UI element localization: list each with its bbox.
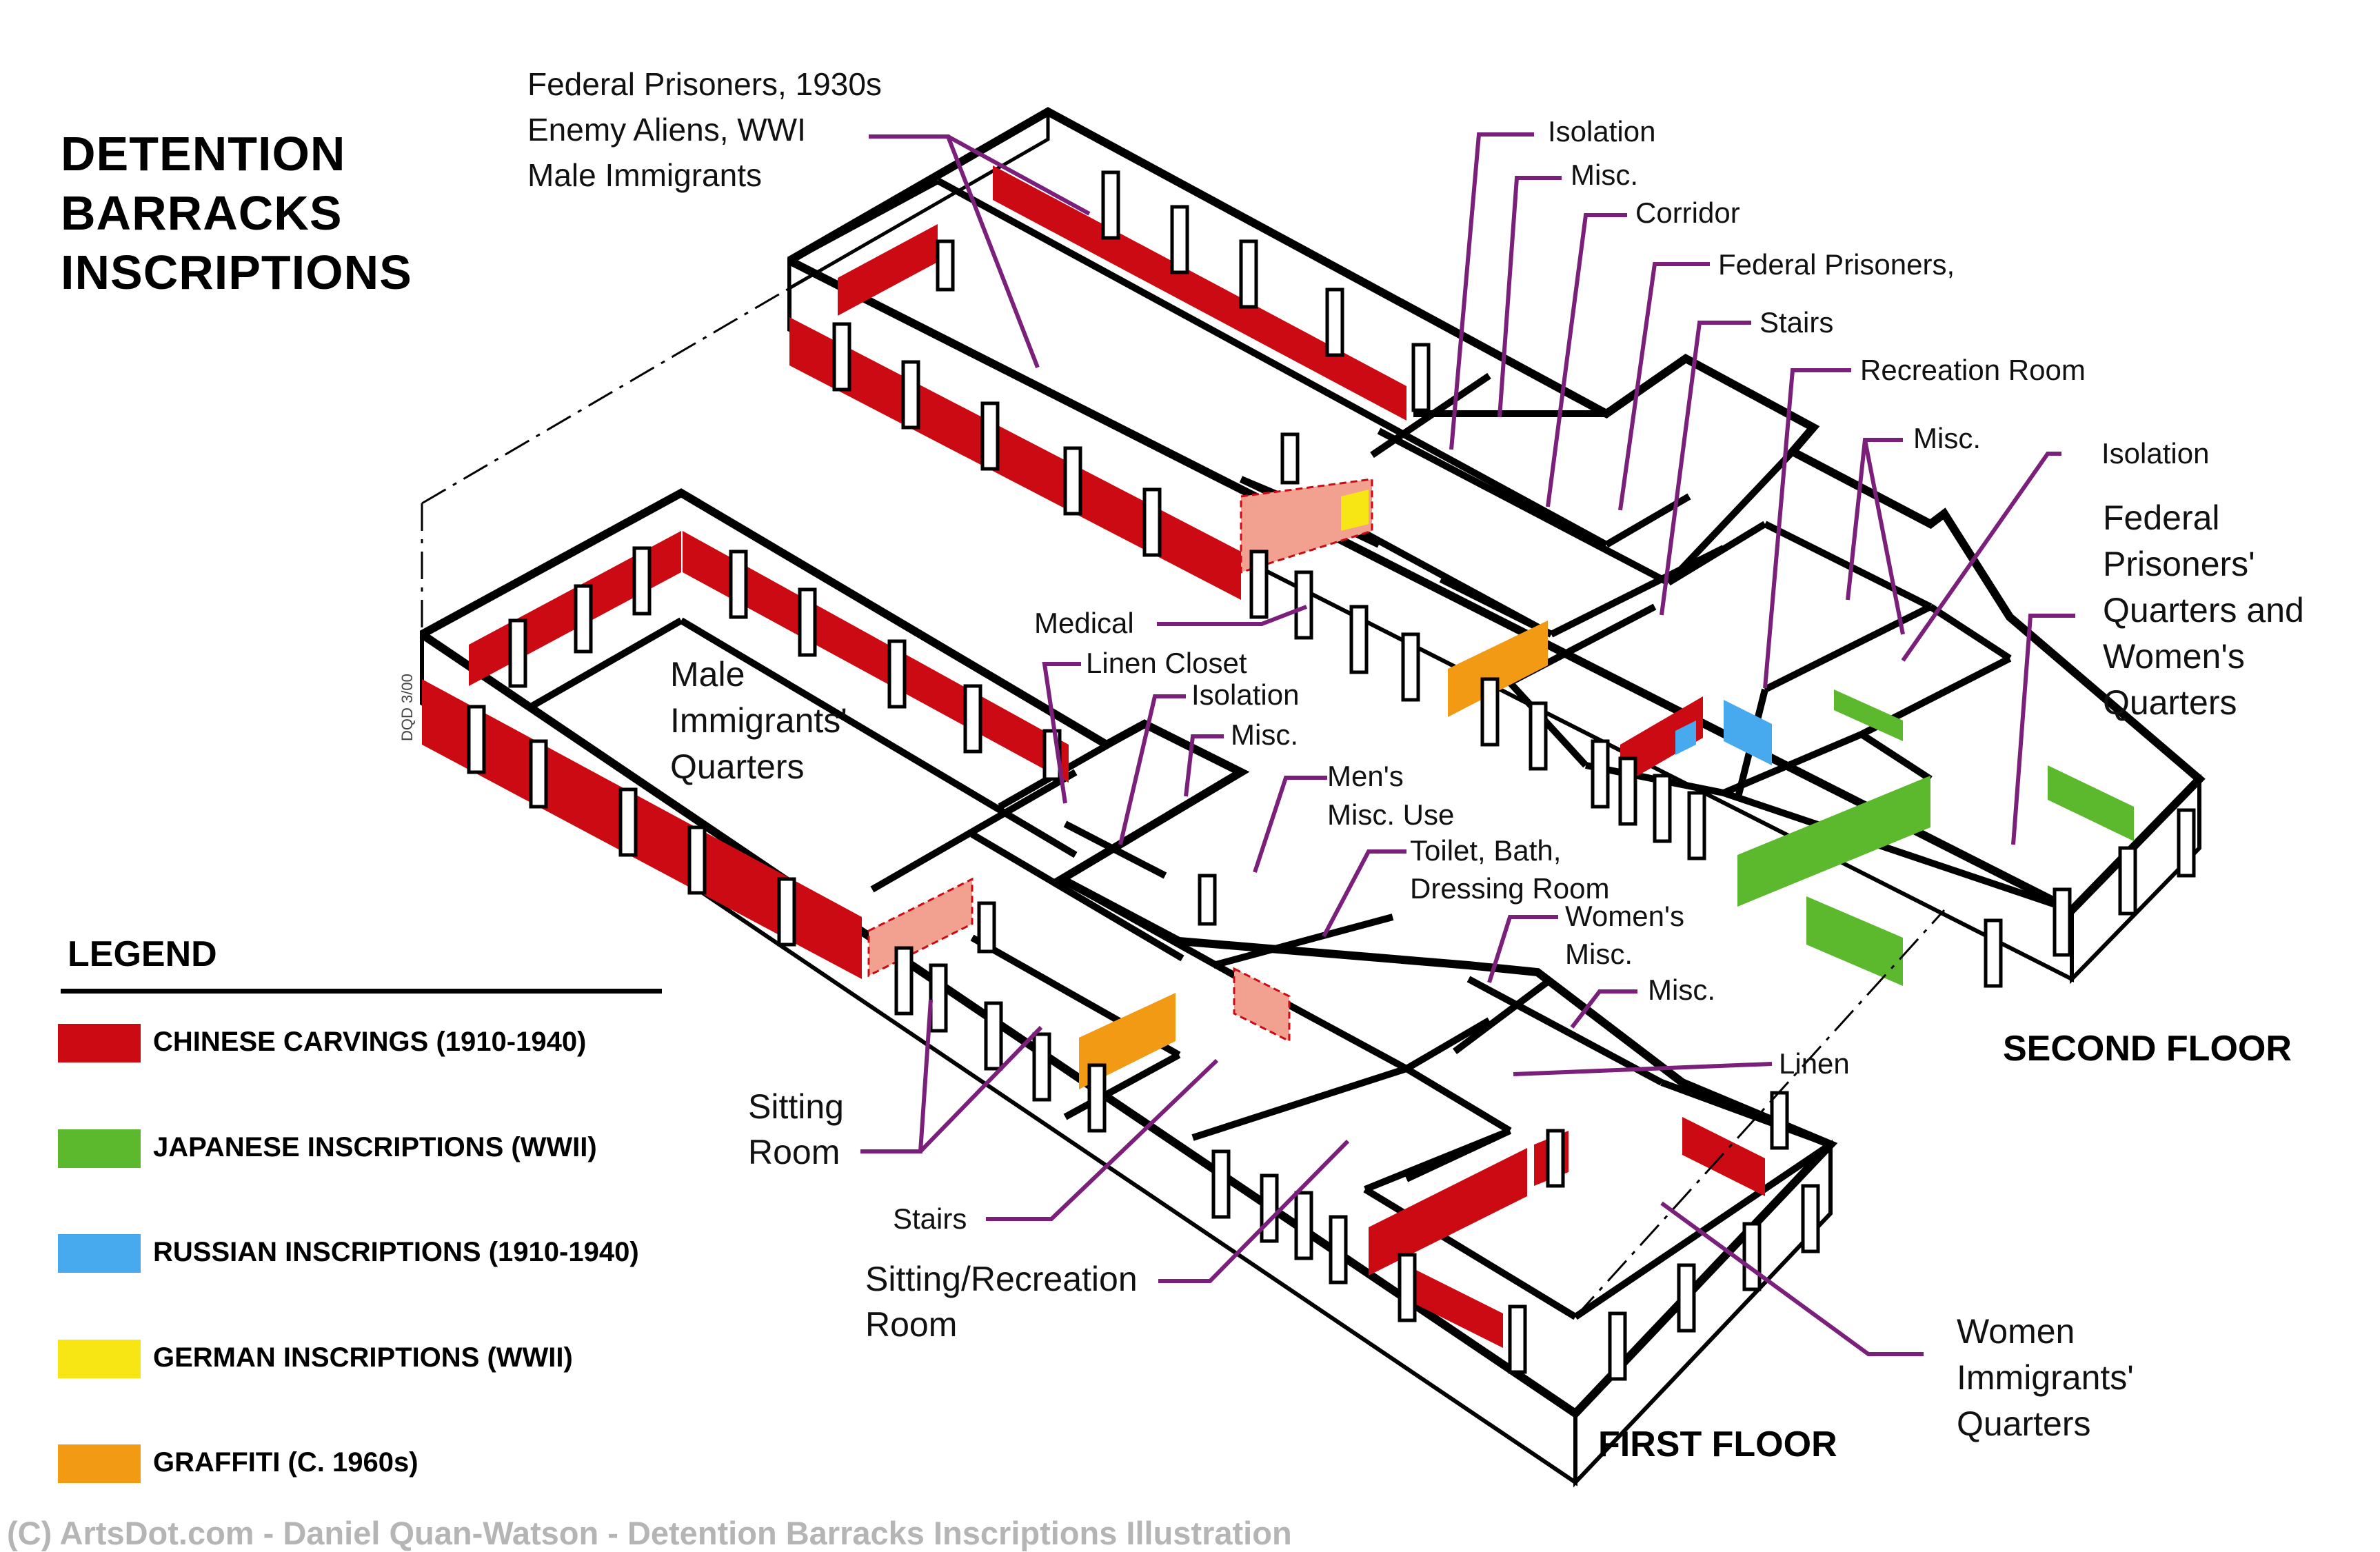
label-dqd: DQD 3/00 [399,674,416,741]
chinese-carving-mark [1620,696,1703,786]
russian-inscription-mark [1724,700,1772,765]
interior-walls [529,617,1833,1320]
label-wiq: Immigrants' [1957,1358,2134,1397]
title-line: BARRACKS [61,186,343,240]
title-line: INSCRIPTIONS [61,245,412,299]
label-fpq: Quarters [2103,683,2237,722]
label-corridor: Corridor [1635,196,1740,229]
label-mens: Men's [1327,760,1404,792]
label-fpq: Quarters and [2103,591,2304,629]
label-male-immigrants: Male Immigrants [527,157,762,193]
chinese-carving-mark [1413,1269,1503,1348]
floor-label-first: FIRST FLOOR [1598,1424,1837,1464]
legend-label: RUSSIAN INSCRIPTIONS (1910-1940) [153,1237,639,1267]
label-fpq: Prisoners' [2103,545,2255,583]
legend-label: JAPANESE INSCRIPTIONS (WWII) [153,1132,597,1162]
label-miq: Male [670,655,745,694]
label-sitrec: Sitting/Recreation [865,1260,1138,1298]
legend-swatch [58,1444,141,1483]
legend-swatch [58,1024,141,1062]
legend-divider [61,989,662,994]
label-fpq: Federal [2103,498,2220,537]
label-federal-1930s: Federal Prisoners, 1930s [527,66,882,102]
floor-label-second: SECOND FLOOR [2003,1029,2292,1069]
diagram-title: DETENTION BARRACKS INSCRIPTIONS [61,124,412,302]
label-sitting: Room [748,1133,840,1171]
chinese-carving-mark [1369,1148,1527,1276]
connector-lines [421,287,1946,1318]
label-misc: Misc. [1571,159,1638,191]
label-medical: Medical [1034,607,1134,639]
legend-swatch [58,1234,141,1273]
chinese-carving-mark [867,877,974,978]
label-linen-closet: Linen Closet [1086,647,1247,679]
room-labels: Federal Prisoners, 1930s Enemy Aliens, W… [399,66,2304,1464]
japanese-inscription-mark [1806,896,1903,986]
chinese-carving-mark [1240,478,1373,574]
building-outline [787,107,2206,916]
label-wiq: Quarters [1957,1404,2091,1443]
leader-lines [860,132,2075,1356]
label-isolation: Isolation [2101,437,2209,470]
label-fpq: Women's [2103,637,2245,676]
chinese-carving-mark [838,224,938,316]
label-miq: Immigrants' [670,701,847,740]
first-floor-building [419,488,1838,1488]
label-toilet: Dressing Room [1410,872,1609,905]
label-womens: Misc. [1565,938,1633,970]
label-misc: Misc. [1231,718,1298,751]
windows-first-floor [467,546,1820,1381]
legend-heading: LEGEND [68,934,217,974]
label-isolation: Isolation [1191,678,1299,711]
russian-inscription-mark [1675,720,1696,755]
label-stairs: Stairs [1759,306,1833,339]
title-line: DETENTION [61,127,346,181]
japanese-inscription-mark [1834,689,1903,741]
legend-label: GRAFFITI (C. 1960s) [153,1447,418,1478]
japanese-inscription-mark [2048,765,2134,841]
legend-label: GERMAN INSCRIPTIONS (WWII) [153,1342,573,1373]
label-sitrec: Room [865,1305,957,1344]
chinese-carving-mark [993,165,1406,421]
second-floor-building [787,107,2206,988]
windows-second-floor [832,170,2196,988]
chinese-carving-mark [1682,1117,1765,1196]
chinese-carving-mark [1233,967,1291,1043]
legend-swatch [58,1340,141,1378]
label-misc: Misc. [1648,974,1715,1006]
graffiti-mark [1448,621,1548,717]
watermark-text: (C) ArtsDot.com - Daniel Quan-Watson - D… [7,1515,1292,1551]
label-federal-prisoners: Federal Prisoners, [1718,248,1955,281]
label-mens: Misc. Use [1327,798,1454,831]
label-womens: Women's [1565,900,1684,932]
legend-label: CHINESE CARVINGS (1910-1940) [153,1027,587,1057]
label-misc: Misc. [1913,422,1981,454]
legend-swatch [58,1129,141,1168]
label-isolation: Isolation [1548,115,1655,148]
label-miq: Quarters [670,747,805,786]
label-toilet: Toilet, Bath, [1410,834,1561,867]
label-linen: Linen [1779,1047,1850,1080]
label-sitting: Sitting [748,1087,844,1126]
label-wiq: Women [1957,1312,2075,1351]
label-enemy-aliens: Enemy Aliens, WWI [527,112,806,148]
japanese-inscription-mark [1737,776,1930,907]
german-inscription-mark [1341,490,1369,531]
label-recreation-room: Recreation Room [1860,354,2086,386]
label-stairs: Stairs [893,1202,967,1235]
